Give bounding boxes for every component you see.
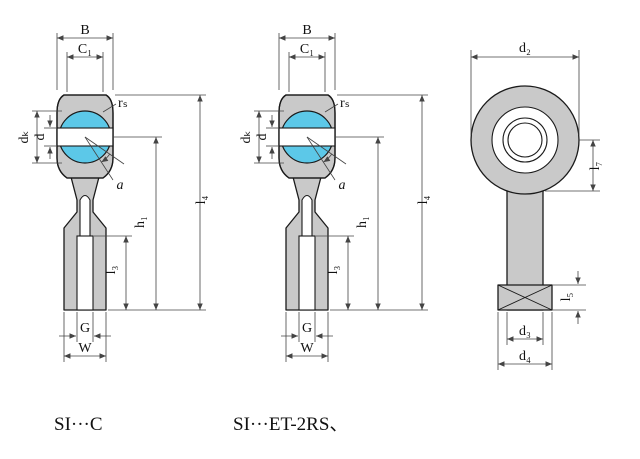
- label-l4: l₄: [416, 196, 431, 205]
- label-G: G: [80, 321, 90, 336]
- figure-si-et-2rs: B C₁ rₛ dₖ d a l₄ h₁ l₃ G W: [239, 23, 431, 362]
- dim-d3: [506, 312, 544, 345]
- label-a: a: [117, 178, 124, 193]
- figure-si-et-2rs-labels: B C₁ rₛ dₖ d a l₄ h₁ l₃ G W: [239, 23, 431, 356]
- label-B: B: [80, 23, 89, 38]
- dim-l7: [545, 139, 600, 192]
- flats-cross-line-2: [497, 284, 553, 311]
- label-l4: l₄: [194, 196, 209, 205]
- dim-d4: [497, 312, 553, 370]
- label-l3: l₃: [326, 266, 341, 275]
- label-h1: h₁: [133, 216, 148, 228]
- label-dk: dₖ: [17, 130, 32, 143]
- label-d4: d₄: [519, 349, 531, 364]
- label-rs: rₛ: [340, 96, 350, 111]
- label-W: W: [78, 341, 92, 356]
- figure-si-c-labels: B C₁ rₛ dₖ d a l₄ h₁ l₃ G W: [17, 23, 209, 356]
- label-l5: l₅: [559, 293, 574, 302]
- label-dk: dₖ: [239, 130, 254, 143]
- label-d: d: [33, 134, 48, 141]
- rodend-drawing-middle: [254, 33, 428, 362]
- label-l3: l₃: [104, 266, 119, 275]
- label-d3: d₃: [519, 324, 531, 339]
- dim-d2: [470, 50, 580, 135]
- label-W: W: [300, 341, 314, 356]
- figure-si-c: B C₁ rₛ dₖ d a l₄ h₁ l₃ G W: [17, 23, 209, 362]
- label-d2: d₂: [519, 41, 531, 56]
- figure-front-view: d₂ l₇ l₅ d₃ d₄: [470, 41, 603, 370]
- label-G: G: [302, 321, 312, 336]
- dim-l5: [552, 271, 586, 324]
- label-d: d: [255, 134, 270, 141]
- front-bore-chamfer: [502, 117, 548, 163]
- caption-si-c: SI···C: [54, 414, 103, 435]
- label-B: B: [302, 23, 311, 38]
- caption-si-et-2rs: SI···ET-2RS、: [233, 414, 348, 435]
- label-h1: h₁: [355, 216, 370, 228]
- label-l7: l₇: [588, 162, 603, 171]
- label-C1: C₁: [78, 42, 92, 57]
- front-bore: [507, 122, 543, 158]
- label-C1: C₁: [300, 42, 314, 57]
- label-rs: rₛ: [118, 96, 128, 111]
- label-a: a: [339, 178, 346, 193]
- figure-front-labels: d₂ l₇ l₅ d₃ d₄: [519, 41, 603, 364]
- rodend-drawing-left: [32, 33, 206, 362]
